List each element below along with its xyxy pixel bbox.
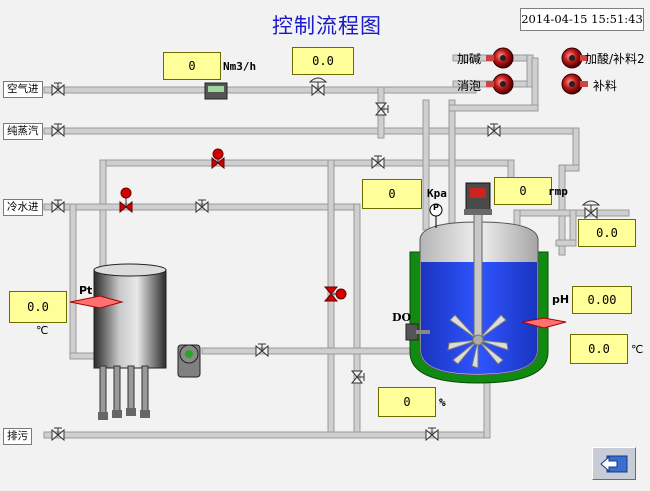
do-unit: % (439, 396, 446, 409)
do-readout[interactable]: 0 (378, 387, 436, 417)
pump-feed (561, 73, 588, 95)
generator-probe-label: Pt (79, 284, 93, 297)
line-tag-cold-water: 冷水进 (3, 199, 43, 216)
agitator-speed-readout[interactable]: 0 (494, 177, 552, 205)
valve-jacket-control (323, 286, 347, 302)
line-tag-pure-steam: 纯蒸汽 (3, 123, 43, 140)
valve-water-inlet (51, 199, 65, 214)
valve-water-control (119, 187, 133, 214)
control-valves[interactable] (119, 148, 347, 302)
valve-water-branch (195, 199, 209, 214)
fermenter-tank (405, 182, 567, 384)
valve-exhaust (581, 200, 601, 220)
pump-label-acid-feed2: 加酸/补料2 (585, 52, 645, 66)
feed-pump-group[interactable] (486, 47, 588, 95)
steam-generator (69, 263, 167, 420)
agitator-speed-unit: rmp (548, 185, 568, 198)
valve-pump-outlet (255, 343, 269, 358)
tank-pressure-readout[interactable]: 0 (362, 179, 422, 209)
line-tag-drain: 排污 (3, 428, 32, 445)
generator-temp-readout[interactable]: 0.0 (9, 291, 67, 323)
valve-air-inlet (51, 82, 65, 97)
circulation-pump[interactable] (177, 344, 201, 378)
ph-readout[interactable]: 0.00 (572, 286, 632, 314)
page-title: 控制流程图 (272, 14, 382, 38)
valve-air-vertical (374, 102, 389, 116)
pressure-gauge-label: P (433, 203, 439, 212)
return-button[interactable] (592, 447, 636, 480)
valve-cooling-return (350, 370, 365, 384)
pump-antifoam (486, 73, 514, 95)
air-flow-readout[interactable]: 0 (163, 52, 221, 80)
pump-label-feed: 补料 (593, 79, 618, 93)
tank-temp-unit: ℃ (631, 343, 644, 356)
pump-acid (561, 47, 588, 69)
manual-valves[interactable] (51, 77, 601, 442)
air-flow-unit: Nm3/h (223, 60, 257, 73)
tank-pressure-unit: Kpa (427, 187, 447, 200)
generator-temp-unit: ℃ (36, 324, 49, 337)
valve-drain-main (425, 427, 439, 442)
valve-steam-main (487, 123, 501, 138)
do-label: DO (392, 311, 412, 324)
valve-steam-control (211, 148, 225, 170)
valve-steam-inlet (51, 123, 65, 138)
valve-air-reg (308, 77, 328, 97)
valve-steam-branch (371, 155, 385, 170)
pump-label-antifoam: 消泡 (457, 79, 482, 93)
air-flowmeter (204, 82, 228, 100)
impeller (447, 314, 509, 369)
pump-label-alkali: 加碱 (457, 52, 482, 66)
line-tag-air-in: 空气进 (3, 81, 43, 98)
tank-temp-readout[interactable]: 0.0 (570, 334, 628, 364)
valve-drain-inlet (51, 427, 65, 442)
datetime-display: 2014-04-15 15:51:43 (520, 8, 644, 31)
ph-label: pH (552, 293, 570, 306)
back-arrow-icon (600, 455, 628, 472)
air-pressure-readout[interactable]: 0.0 (292, 47, 354, 75)
exhaust-pressure-readout[interactable]: 0.0 (578, 219, 636, 247)
pump-alkali (486, 47, 514, 69)
